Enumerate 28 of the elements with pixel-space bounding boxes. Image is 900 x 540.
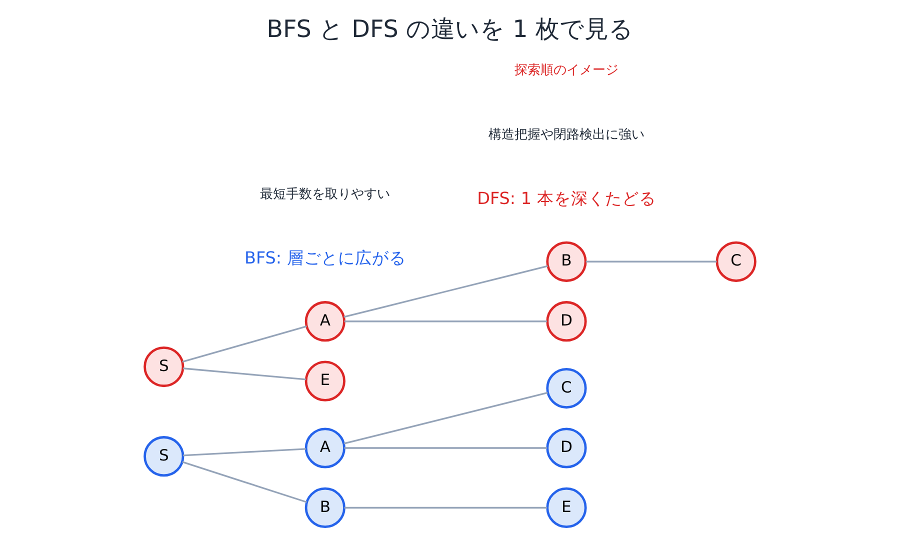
node-circle: B [546,241,587,282]
node-circle: S [144,436,184,477]
connector [182,368,306,380]
connector [182,326,307,363]
diagram-title: BFS と DFS の違いを 1 枚で見る [266,15,634,44]
node-circle: A [304,428,346,468]
label: 構造把握や閉路検出に強い [488,127,644,142]
label: 最短手数を取りやすい [260,187,390,202]
connector [344,392,548,444]
connector [586,260,717,262]
connector [344,506,548,509]
connector [344,447,548,449]
node-circle: D [546,301,587,342]
node-circle: E [546,487,587,528]
label: DFS: 1 本を深くたどる [477,188,656,208]
node-circle: D [546,428,587,468]
node-circle: A [304,301,346,342]
connector [182,448,306,456]
label: 探索順のイメージ [514,62,618,78]
node-circle: C [716,241,756,282]
connector [344,265,548,318]
label: BFS: 層ごとに広がる [244,248,406,268]
connector [182,461,307,503]
connector [344,320,548,322]
node-circle: E [304,360,346,402]
node-circle: C [546,368,587,409]
node-circle: S [144,346,184,388]
node-circle: B [304,487,346,528]
